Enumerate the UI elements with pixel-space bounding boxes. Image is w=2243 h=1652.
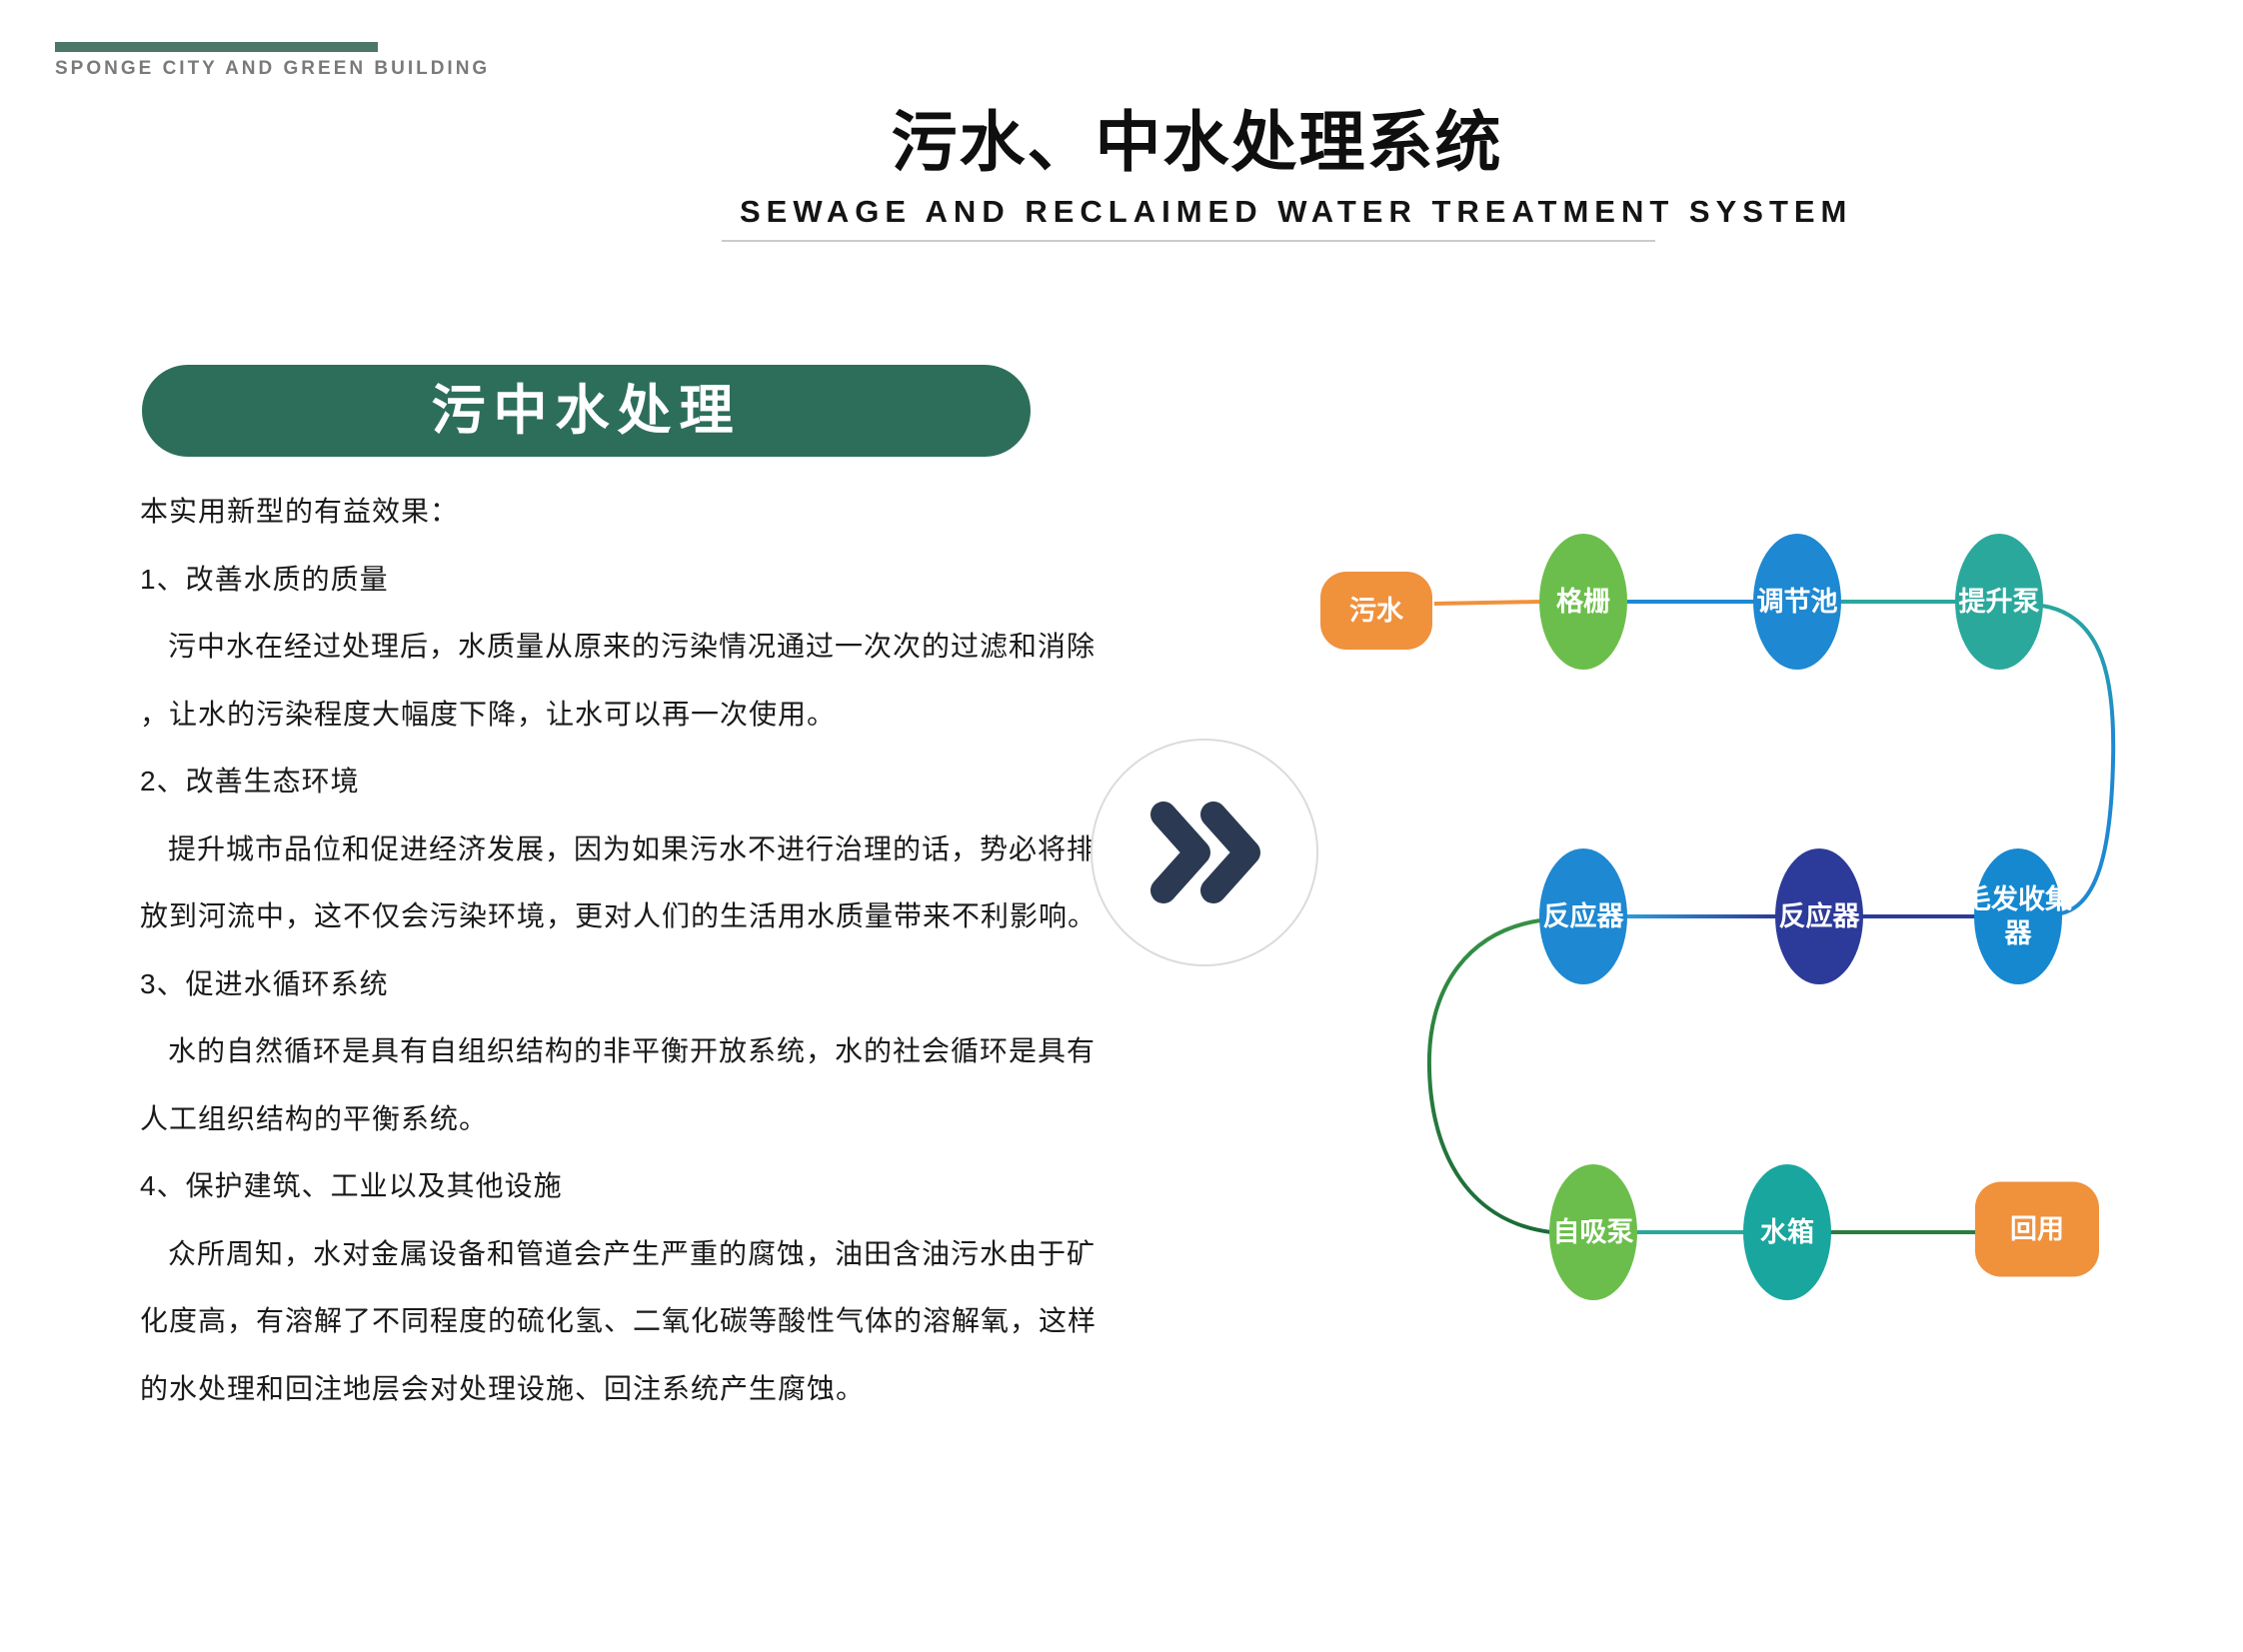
body-line: 水的自然循环是具有自组织结构的非平衡开放系统，水的社会循环是具有	[168, 1035, 1097, 1066]
body-line: ，让水的污染程度大幅度下降，让水可以再一次使用。	[140, 698, 837, 730]
node-shape-tishengbeng	[1955, 534, 2043, 670]
node-label-geshan: 格栅	[1556, 587, 1610, 617]
node-label-fanyingqi-2: 反应器	[1779, 900, 1861, 931]
flow-node-huiyong: 回用	[1975, 1181, 2099, 1277]
node-label-tishengbeng: 提升泵	[1959, 587, 2040, 617]
body-line: 本实用新型的有益效果：	[140, 496, 460, 527]
body-line: 提升城市品位和促进经济发展，因为如果污水不进行治理的话，势必将排	[168, 832, 1097, 864]
body-line: 人工组织结构的平衡系统。	[140, 1102, 489, 1134]
node-shape-fanyingqi-2	[1775, 848, 1863, 984]
chevron-2	[1200, 802, 1260, 903]
double-chevron-right-icon	[1091, 739, 1318, 966]
node-shape-zixibeng	[1549, 1164, 1637, 1300]
node-shape-shuixiang	[1743, 1164, 1831, 1300]
body-line: 化度高，有溶解了不同程度的硫化氢、二氧化碳等酸性气体的溶解氧，这样	[140, 1305, 1098, 1336]
body-line: 污中水在经过处理后，水质量从原来的污染情况通过一次次的过滤和消除	[168, 631, 1097, 662]
body-line: 2、改善生态环境	[140, 766, 360, 797]
node-label-huiyong: 回用	[2010, 1214, 2064, 1244]
body-text: 本实用新型的有益效果： 1、改善水质的质量 污中水在经过处理后，水质量从原来的污…	[140, 478, 1129, 1422]
flow-connector-wushui-geshan	[1433, 600, 1541, 606]
node-shape-geshan	[1539, 534, 1627, 670]
flow-node-wushui: 污水	[1320, 572, 1432, 650]
page-title: 污水、中水处理系统	[891, 105, 1503, 179]
slide-header: 污水、中水处理系统 SEWAGE AND RECLAIMED WATER TRE…	[740, 102, 1846, 230]
node-label-wushui: 污水	[1349, 596, 1404, 626]
node-shape-maofashoujiqi	[1974, 848, 2062, 984]
flow-node-fanyingqi-2: 反应器	[1775, 848, 1863, 984]
flow-node-tishengbeng: 提升泵	[1955, 534, 2043, 670]
flow-node-fanyingqi-1: 反应器	[1539, 848, 1627, 984]
body-line: 1、改善水质的质量	[140, 563, 389, 595]
node-label-tiaojiechi: 调节池	[1757, 587, 1838, 617]
brand-tagline: SPONGE CITY AND GREEN BUILDING	[55, 58, 491, 79]
flow-connector-fanyingqi-1-zixibeng	[1426, 918, 1552, 1234]
body-line: 3、促进水循环系统	[140, 967, 389, 999]
brand-accent-bar	[55, 42, 378, 52]
chevron-1	[1150, 802, 1210, 903]
node-label-fanyingqi-1: 反应器	[1543, 900, 1625, 931]
flow-node-shuixiang: 水箱	[1743, 1164, 1831, 1300]
body-line: 放到河流中，这不仅会污染环境，更对人们的生活用水质量带来不利影响。	[140, 900, 1098, 931]
node-label-shuixiang: 水箱	[1760, 1216, 1814, 1247]
node-shape-wushui	[1320, 572, 1432, 650]
node-label-zixibeng: 自吸泵	[1553, 1216, 1634, 1247]
section-badge: 污中水处理	[142, 365, 1031, 457]
node-shape-fanyingqi-1	[1539, 848, 1627, 984]
body-line: 的水处理和回注地层会对处理设施、回注系统产生腐蚀。	[140, 1372, 866, 1404]
flow-connectors	[1426, 600, 2116, 1234]
node-label-maofashoujiqi: 毛发收集器	[1964, 883, 2073, 948]
flow-node-zixibeng: 自吸泵	[1549, 1164, 1637, 1300]
body-line: 4、保护建筑、工业以及其他设施	[140, 1170, 563, 1201]
node-shape-huiyong	[1975, 1181, 2099, 1277]
flow-node-tiaojiechi: 调节池	[1753, 534, 1841, 670]
flow-node-geshan: 格栅	[1539, 534, 1627, 670]
body-line: 众所周知，水对金属设备和管道会产生严重的腐蚀，油田含油污水由于矿	[168, 1237, 1097, 1269]
flow-connector-tishengbeng-maofashoujiqi	[2041, 604, 2116, 915]
header-divider	[722, 240, 1655, 242]
node-shape-tiaojiechi	[1753, 534, 1841, 670]
flow-node-maofashoujiqi: 毛发收集器	[1964, 848, 2073, 984]
